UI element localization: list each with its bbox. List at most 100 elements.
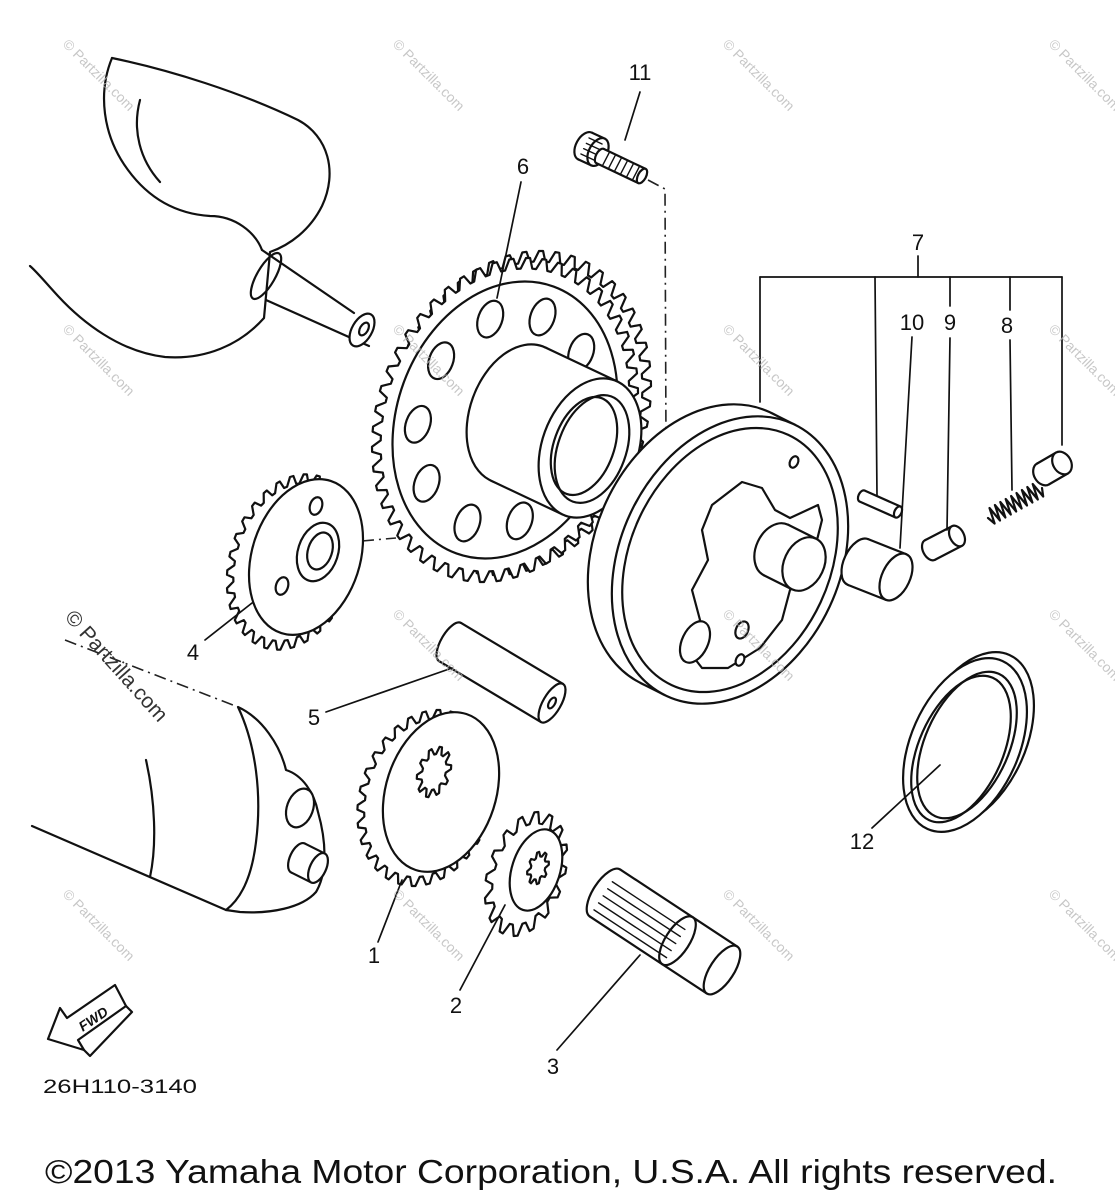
watermark: © Partzilla.com	[60, 886, 138, 964]
gear-1-drive-gear	[356, 708, 501, 888]
clutch-roller-10	[840, 537, 914, 602]
gear-6-hub-bore-depth	[549, 395, 619, 497]
callout-4: 4	[187, 640, 199, 665]
watermark: © Partzilla.com	[60, 36, 138, 114]
watermark: © Partzilla.com	[1046, 606, 1115, 684]
gear-6-hub-edge	[544, 346, 619, 383]
clutch-pin-body	[859, 490, 901, 518]
leader-12	[871, 764, 941, 829]
leader-3	[556, 954, 641, 1051]
callout-9: 9	[944, 310, 956, 335]
leader-11	[624, 91, 641, 141]
callout-1: 1	[368, 943, 380, 968]
bolt-thread	[619, 159, 629, 176]
starter-clutch-7-pocket	[678, 620, 712, 664]
callout-5: 5	[308, 705, 320, 730]
crankshaft-web-outline	[28, 56, 331, 359]
leader-lines	[204, 91, 1063, 1051]
clutch-cap	[1032, 450, 1073, 487]
shaft-3-spline-end	[658, 915, 697, 967]
shaft-5-edge	[437, 659, 543, 724]
bolt-thread	[631, 165, 641, 181]
fwd-arrow: FWD	[46, 983, 134, 1058]
starter-clutch-7	[586, 403, 850, 705]
gear-6-hole	[412, 463, 441, 503]
watermark: © Partzilla.com	[1046, 36, 1115, 114]
shaft-5-edge	[459, 621, 565, 686]
starter-clutch-7-face-ring	[621, 426, 839, 694]
bolt-thread	[601, 151, 611, 167]
watermark: © Partzilla.com	[390, 886, 468, 964]
clutch-pin	[856, 489, 904, 519]
clutch-roller-edge	[867, 538, 908, 556]
clutch-plunger-9	[920, 524, 967, 562]
callout-8: 8	[1001, 313, 1013, 338]
starter-motor-shaft-edge	[303, 842, 326, 855]
bolt-thread	[625, 162, 635, 179]
clutch-cap-front-end	[1051, 450, 1073, 476]
gear-4-to-gear-6-line	[361, 537, 397, 542]
watermark: © Partzilla.com	[1046, 886, 1115, 964]
gear-4-hole	[308, 496, 324, 516]
shaft-3-spline	[593, 909, 668, 959]
shaft-3-spline	[611, 881, 686, 931]
washer-12	[901, 651, 1036, 833]
shaft-3-edge	[588, 915, 708, 995]
bolt-shank-front-end	[635, 167, 649, 185]
gear-4-hole	[274, 576, 290, 596]
callout-7: 7	[912, 230, 924, 255]
gear-6-hole	[426, 341, 456, 381]
bracket-7-pin	[874, 276, 878, 497]
gear-6-holes	[403, 297, 596, 543]
starter-motor-bottom-edge	[30, 824, 228, 912]
leader-9	[946, 337, 951, 531]
shaft-3-edge	[619, 868, 739, 948]
starter-clutch-7-hole	[734, 620, 750, 640]
callout-3: 3	[547, 1054, 559, 1079]
starter-motor-axis-line	[64, 639, 239, 708]
gear-6-hub	[465, 343, 643, 519]
gear-6-hub-edge	[489, 479, 564, 516]
leader-1	[377, 879, 403, 943]
watermark: © Partzilla.com	[720, 321, 798, 399]
callout-10: 10	[900, 310, 924, 335]
starter-clutch-7-boss-front-end	[781, 536, 827, 592]
callout-11: 11	[629, 60, 652, 85]
clutch-pin-edge	[858, 500, 897, 519]
gear-2-spline-bore	[526, 850, 550, 886]
bolt-shank-edge	[595, 162, 640, 185]
callout-2: 2	[450, 993, 462, 1018]
shaft-3-spline	[602, 895, 677, 945]
starter-motor-seam	[144, 758, 156, 879]
watermark: © Partzilla.com	[390, 36, 468, 114]
copyright-notice: ©2013 Yamaha Motor Corporation, U.S.A. A…	[45, 1153, 1057, 1190]
crankshaft	[28, 56, 376, 359]
callouts: 11 6 7 10 9 8 4 5 1 2 3 12	[187, 60, 1013, 1079]
bolt-shank-edge	[602, 147, 647, 170]
shaft-3-front-end	[702, 944, 742, 996]
clutch-spring-8	[986, 482, 1045, 525]
callout-12: 12	[850, 829, 874, 854]
shaft-3-spline	[597, 902, 672, 952]
gear-6-starter-wheel	[370, 249, 653, 584]
starter-motor	[30, 705, 330, 914]
clutch-plunger-edge	[933, 544, 964, 561]
crankshaft-collar	[249, 251, 283, 301]
bolt-thread	[613, 156, 623, 173]
shaft-5-body	[439, 623, 563, 722]
fwd-arrow-depth	[82, 1004, 134, 1058]
bolt-head-knurl	[585, 142, 601, 151]
clutch-pin-edge	[863, 489, 902, 508]
gear-6-hole	[528, 297, 557, 337]
starter-clutch-7-hole	[788, 455, 800, 469]
fwd-arrow-body	[46, 983, 128, 1052]
watermark-large: © Partzilla.com	[60, 606, 172, 727]
crankshaft-web-seam	[135, 98, 162, 184]
spring-coil	[986, 482, 1045, 525]
starter-motor-shaft-front-end	[306, 852, 330, 884]
crankshaft-end-hole	[357, 321, 371, 337]
shaft-3-splined	[585, 867, 742, 996]
bolt-head-knurl	[580, 153, 595, 161]
starter-motor-shaft-edge	[290, 871, 313, 884]
